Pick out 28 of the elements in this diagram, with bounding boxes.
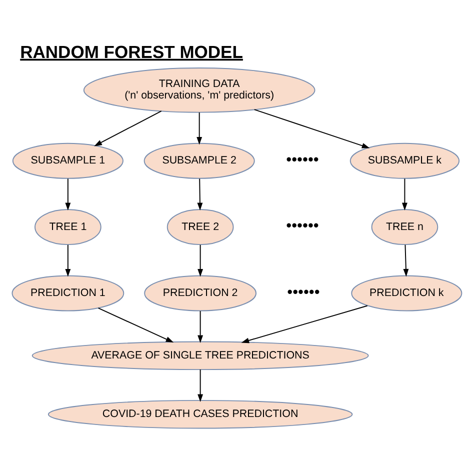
- node-ellipse: SUBSAMPLE 1: [12, 142, 124, 178]
- diagram-title: RANDOM FOREST MODEL: [20, 41, 243, 62]
- node-ellipse: SUBSAMPLE 2: [144, 142, 255, 178]
- arrow: [197, 178, 203, 210]
- arrow: [198, 368, 204, 402]
- node-ellipse: AVERAGE OF SINGLE TREE PREDICTIONS: [32, 340, 369, 370]
- node-ellipse: PREDICTION 1: [12, 274, 124, 311]
- node-ellipse: PREDICTION 2: [144, 274, 257, 311]
- arrow: [402, 178, 408, 210]
- arrow: [196, 112, 202, 144]
- node-ellipse: PREDICTION k: [351, 274, 462, 311]
- arrow: [65, 244, 71, 276]
- arrow: [65, 178, 71, 210]
- arrow: [94, 110, 162, 146]
- arrow: [241, 304, 368, 343]
- node-ellipse: TRAINING DATA ('n' observations, 'm' predictors): [83, 67, 316, 112]
- node-ellipse: TREE 1: [34, 208, 102, 245]
- arrow: [198, 244, 204, 276]
- arrow: [98, 307, 174, 342]
- label: ••••••: [286, 217, 319, 234]
- node-ellipse: TREE 2: [166, 208, 234, 245]
- arrow: [403, 244, 409, 276]
- node-ellipse: TREE n: [371, 208, 438, 245]
- arrow: [198, 310, 204, 343]
- node-ellipse: COVID-19 DEATH CASES PREDICTION: [48, 399, 353, 428]
- arrow: [254, 108, 370, 148]
- label: ••••••: [287, 283, 320, 300]
- label: ••••••: [286, 151, 319, 168]
